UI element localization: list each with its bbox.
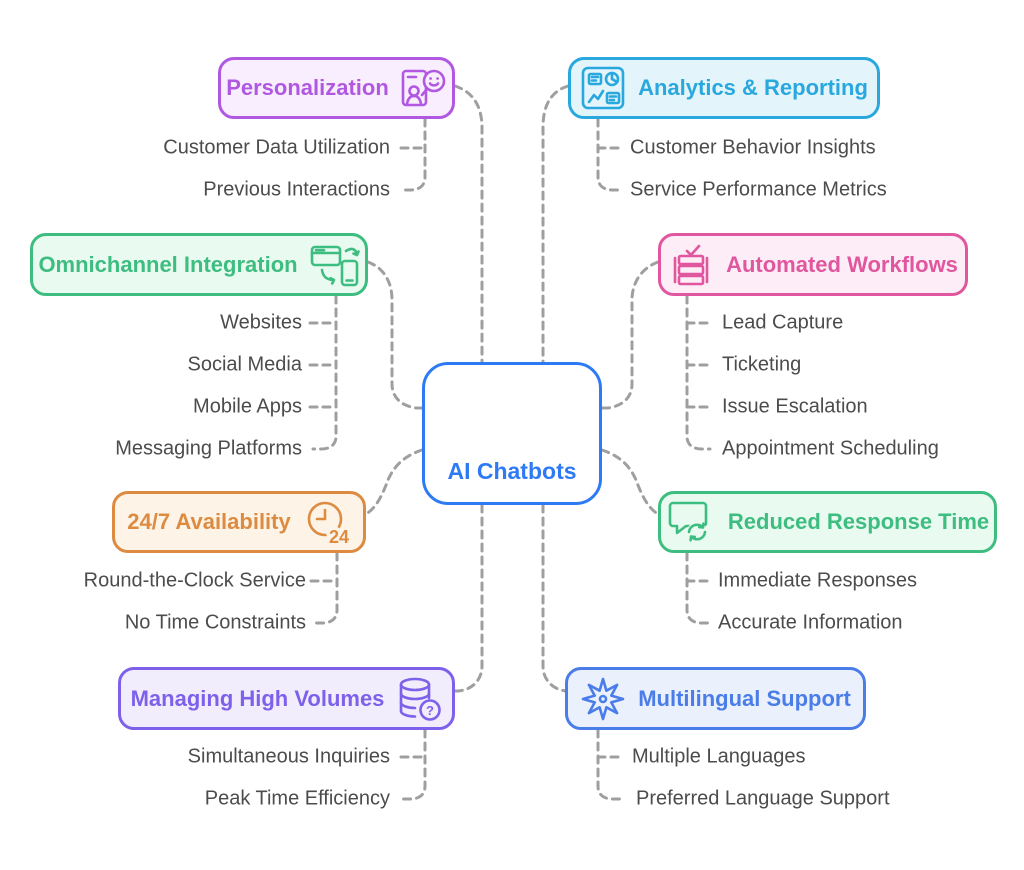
connector-availability-children — [312, 551, 339, 625]
branch-label: Personalization — [226, 75, 389, 100]
leaf-item[interactable]: Appointment Scheduling — [722, 437, 939, 460]
leaf-item[interactable]: Mobile Apps — [193, 395, 302, 418]
branch-automated-workflows[interactable]: Automated Workflows — [658, 233, 968, 296]
connector-personalization — [453, 84, 484, 364]
leaf-item[interactable]: Accurate Information — [718, 611, 903, 634]
star-burst-icon — [581, 677, 625, 720]
connector-multilingual — [541, 503, 568, 693]
leaf-item[interactable]: Simultaneous Inquiries — [187, 745, 390, 768]
connector-reduced-response — [600, 448, 660, 516]
chat-refresh-icon — [668, 501, 708, 542]
leaf-item[interactable]: Social Media — [187, 353, 302, 376]
connector-managing-children — [400, 728, 427, 801]
leaf-item[interactable]: Customer Behavior Insights — [630, 136, 876, 159]
branch-multilingual-support[interactable]: Multilingual Support — [565, 667, 866, 730]
connector-analytics-children — [596, 117, 623, 192]
connector-analytics — [541, 84, 570, 364]
branch-availability[interactable]: 24/7 Availability 24 — [112, 491, 366, 553]
workflow-check-icon — [673, 244, 709, 285]
branch-label: Multilingual Support — [638, 685, 851, 711]
connector-omnichannel-children — [311, 294, 338, 451]
connector-personalization-children — [400, 117, 427, 192]
device-sync-icon — [310, 245, 360, 286]
center-node-label: AI Chatbots — [447, 458, 577, 484]
connector-availability — [364, 448, 424, 516]
leaf-item[interactable]: Websites — [220, 311, 302, 334]
branch-personalization[interactable]: Personalization — [218, 57, 455, 119]
connector-automated-workflows — [600, 260, 660, 410]
connector-managing-volumes — [453, 503, 484, 693]
leaf-item[interactable]: Lead Capture — [722, 311, 844, 334]
chatbot-robot-icon — [473, 382, 551, 450]
branch-label: Omnichannel Integration — [38, 251, 298, 277]
person-magnifier-smiley-icon — [401, 69, 446, 107]
connector-omnichannel — [366, 260, 424, 410]
connector-reduced-children — [685, 551, 712, 625]
leaf-item[interactable]: Immediate Responses — [718, 569, 917, 592]
branch-reduced-response-time[interactable]: Reduced Response Time — [658, 491, 997, 553]
branch-label: Analytics & Reporting — [638, 75, 868, 100]
branch-analytics-reporting[interactable]: Analytics & Reporting — [568, 57, 880, 119]
svg-text:?: ? — [426, 703, 434, 718]
leaf-item[interactable]: Multiple Languages — [632, 745, 806, 768]
clock-24-icon: 24 — [307, 501, 351, 545]
leaf-item[interactable]: No Time Constraints — [124, 611, 306, 634]
leaf-item[interactable]: Ticketing — [722, 353, 802, 376]
branch-label: 24/7 Availability — [127, 509, 291, 534]
connector-multilingual-children — [596, 728, 623, 801]
dashboard-charts-icon — [581, 66, 625, 110]
branch-managing-high-volumes[interactable]: Managing High Volumes ? — [118, 667, 455, 730]
leaf-item[interactable]: Messaging Platforms — [115, 437, 302, 460]
leaf-item[interactable]: Preferred Language Support — [636, 787, 890, 810]
branch-label: Automated Workflows — [726, 251, 958, 277]
leaf-item[interactable]: Peak Time Efficiency — [204, 787, 390, 810]
branch-label: Reduced Response Time — [727, 509, 990, 534]
leaf-item[interactable]: Previous Interactions — [203, 178, 390, 201]
database-question-icon: ? — [400, 677, 442, 721]
leaf-item[interactable]: Round-the-Clock Service — [83, 569, 306, 592]
center-node-ai-chatbots[interactable]: AI Chatbots — [422, 362, 602, 505]
leaf-item[interactable]: Customer Data Utilization — [163, 136, 390, 159]
svg-text:24: 24 — [329, 527, 349, 545]
branch-omnichannel-integration[interactable]: Omnichannel Integration — [30, 233, 368, 296]
connector-automated-children — [685, 294, 712, 451]
leaf-item[interactable]: Service Performance Metrics — [630, 178, 887, 201]
leaf-item[interactable]: Issue Escalation — [722, 395, 868, 418]
branch-label: Managing High Volumes — [130, 685, 385, 711]
